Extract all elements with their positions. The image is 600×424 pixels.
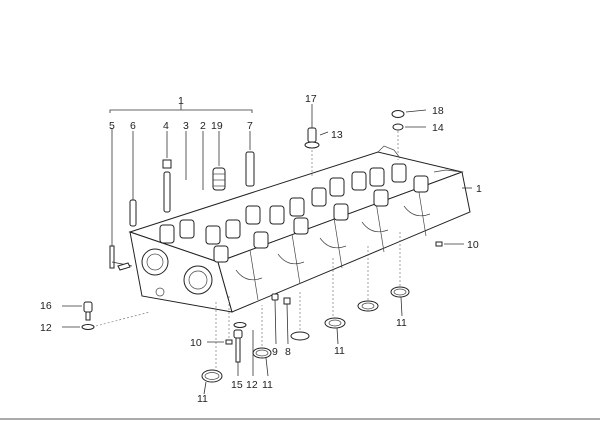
bottom-parts: [62, 187, 472, 395]
callout-labels: 1 5 6 4 3 2 19 7 17 13 18 14 1 10 16 12 …: [40, 93, 482, 405]
callout-12-left: 12: [40, 322, 52, 334]
callout-11-right: 11: [396, 317, 407, 329]
callout-9: 9: [272, 346, 278, 358]
callout-14: 14: [432, 122, 444, 134]
callout-16: 16: [40, 300, 52, 312]
group-bracket: [109, 104, 253, 113]
callout-11-bottom-mid: 11: [262, 379, 273, 391]
cylinder-head: [128, 145, 471, 313]
callout-7: 7: [247, 120, 253, 132]
callout-18: 18: [432, 105, 444, 117]
callout-10-bottom: 10: [190, 337, 202, 349]
callout-8: 8: [285, 346, 291, 358]
callout-2: 2: [200, 120, 206, 132]
callout-5: 5: [109, 120, 115, 132]
callout-15: 15: [231, 379, 243, 391]
callout-3: 3: [183, 120, 189, 132]
callout-1-right: 1: [476, 183, 482, 195]
callout-11-mid: 11: [334, 345, 345, 357]
callout-11-bottom-left: 11: [197, 393, 208, 405]
studs-left: [109, 128, 255, 271]
callout-19: 19: [211, 120, 223, 132]
callout-4: 4: [163, 120, 169, 132]
callout-10-right: 10: [467, 239, 479, 251]
valve-towers: [159, 163, 429, 263]
callout-1-top: 1: [178, 95, 184, 107]
callout-17: 17: [305, 93, 317, 105]
studs-top: [304, 104, 427, 178]
callout-13: 13: [331, 129, 343, 141]
callout-6: 6: [130, 120, 136, 132]
callout-12-bottom: 12: [246, 379, 258, 391]
